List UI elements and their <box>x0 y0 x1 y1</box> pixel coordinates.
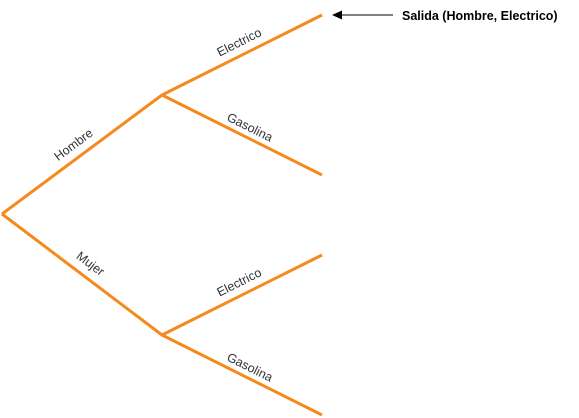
outcome-callout-label: Salida (Hombre, Electrico) <box>402 9 558 23</box>
edge-hombre-to-gasolina <box>161 93 323 177</box>
label-mujer-electrico: Electrico <box>215 265 264 299</box>
label-hombre: Hombre <box>52 126 96 164</box>
edge-root-to-hombre <box>1 93 163 216</box>
label-hombre-electrico: Electrico <box>215 25 264 59</box>
edge-hombre-to-electrico <box>161 13 323 97</box>
callout-arrow-head <box>332 10 342 20</box>
edge-mujer-to-electrico <box>161 253 323 337</box>
label-mujer: Mujer <box>74 249 107 279</box>
edge-mujer-to-gasolina <box>161 333 323 417</box>
arrow-left-icon <box>332 10 393 20</box>
edge-root-to-mujer <box>1 212 163 337</box>
